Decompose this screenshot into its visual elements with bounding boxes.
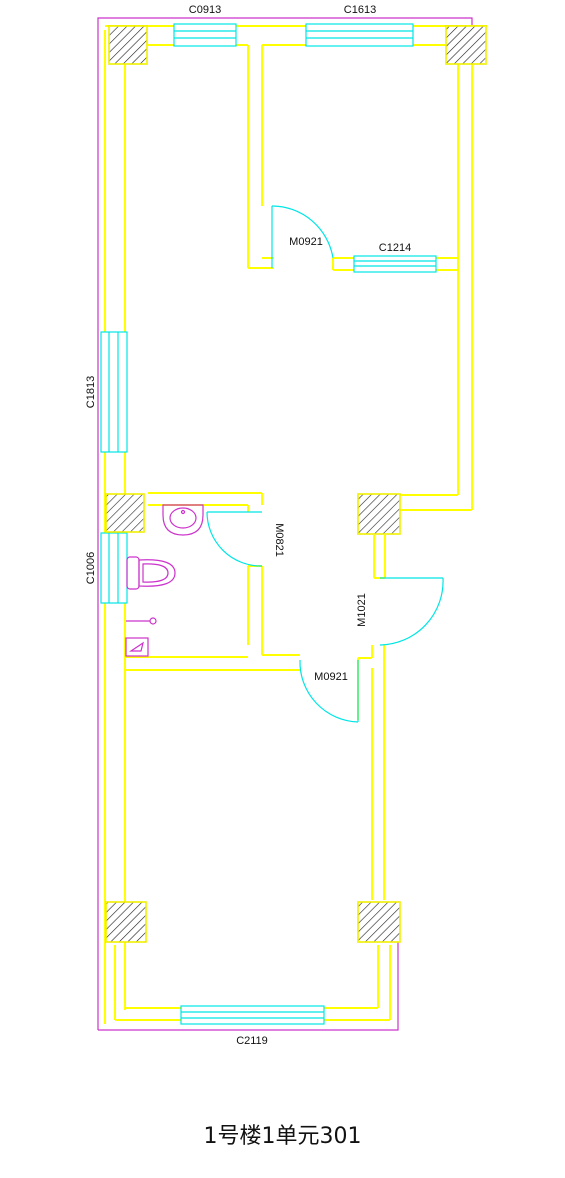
- column-outlines: [105, 25, 487, 943]
- column-bottom-right: [357, 901, 401, 943]
- window-c1813: [100, 331, 128, 453]
- column-top-left: [108, 25, 148, 65]
- label-m0821: M0821: [273, 523, 285, 557]
- floor-plan: C0913 C1613 C1214 C1813 C1006 C2119 M092…: [85, 4, 487, 1047]
- column-top-right: [445, 25, 487, 65]
- label-c1006: C1006: [85, 552, 97, 584]
- floor-drain-icon: [125, 637, 149, 657]
- plan-caption: 1号楼1单元301: [203, 1124, 362, 1149]
- label-c1613: C1613: [344, 4, 376, 16]
- column-corridor: [357, 493, 401, 535]
- label-c1813: C1813: [85, 376, 97, 408]
- label-m0921-upper: M0921: [289, 236, 323, 248]
- boundary-lines: [97, 17, 473, 1031]
- window-c1006: [100, 532, 128, 604]
- doors: [206, 205, 444, 723]
- door-m0921-lower: [299, 659, 359, 723]
- window-c1613: [305, 23, 414, 47]
- label-c2119: C2119: [236, 1035, 268, 1047]
- column-bottom-left: [105, 901, 147, 943]
- door-m0821: [206, 511, 263, 567]
- bathroom-fixtures: [125, 504, 204, 657]
- door-m1021: [379, 577, 444, 646]
- column-bath-left: [105, 493, 145, 533]
- windows: [100, 23, 437, 1025]
- door-m0921-upper: [271, 205, 334, 268]
- label-c0913: C0913: [189, 4, 221, 16]
- label-m0921-lower: M0921: [314, 671, 348, 683]
- label-c1214: C1214: [379, 242, 411, 254]
- label-m1021: M1021: [356, 593, 368, 627]
- columns: [105, 25, 487, 943]
- walls: [104, 25, 487, 1024]
- sink-icon: [162, 504, 204, 536]
- faucet-icon: [126, 617, 157, 625]
- labels: C0913 C1613 C1214 C1813 C1006 C2119 M092…: [85, 4, 411, 1047]
- window-c0913: [173, 23, 237, 47]
- window-c1214: [353, 255, 437, 273]
- toilet-icon: [126, 556, 176, 590]
- window-c2119: [180, 1005, 325, 1025]
